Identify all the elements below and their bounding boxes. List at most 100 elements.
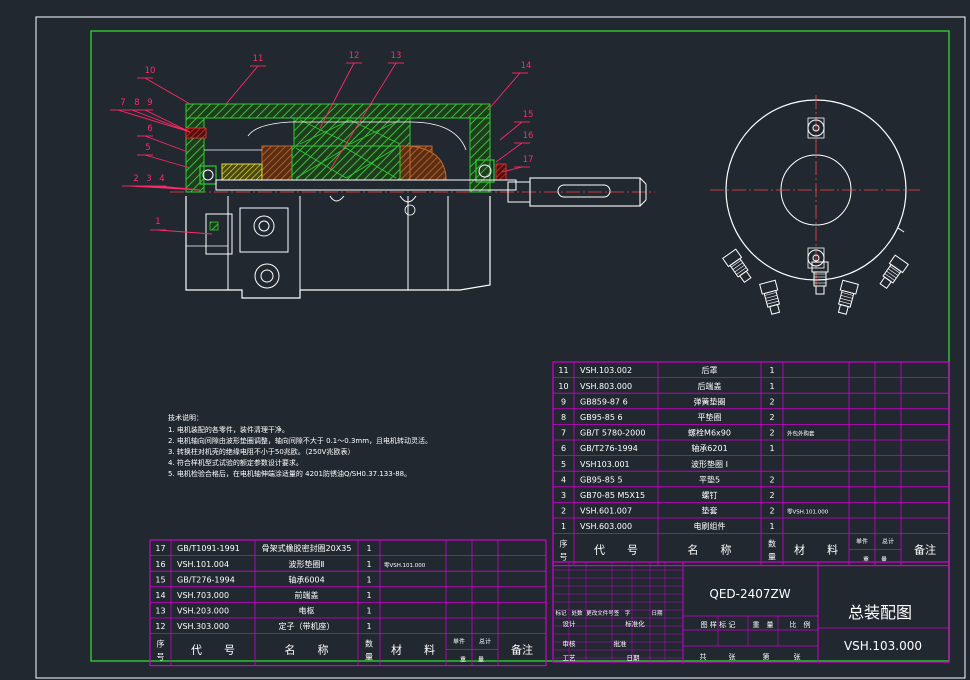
header-weight: 重 量 xyxy=(460,656,484,664)
sheet-label: 共 xyxy=(700,652,707,661)
stage-label: 比 例 xyxy=(790,620,811,629)
rev-label: 更改文件号 xyxy=(586,609,614,617)
part-qty: 1 xyxy=(366,607,371,616)
row-number: 12 xyxy=(155,622,165,631)
part-code: VSH.203.000 xyxy=(177,607,229,616)
row-number: 17 xyxy=(155,544,165,553)
part-qty: 1 xyxy=(366,544,371,553)
date-label: 日期 xyxy=(627,654,641,662)
part-name: 波形垫圈 I xyxy=(691,459,728,469)
leader-line xyxy=(319,62,355,129)
terminal-post xyxy=(879,254,909,290)
table-frame xyxy=(552,361,950,567)
approve-label: 批准 xyxy=(614,639,628,648)
drawing-number: VSH.103.000 xyxy=(844,639,922,653)
standardization-label: 标准化 xyxy=(625,619,645,628)
rev-label: 标记 xyxy=(555,609,567,617)
part-code: VSH.603.000 xyxy=(580,522,632,531)
leader-line xyxy=(157,229,213,235)
sheet-label: 第 xyxy=(763,652,770,661)
terminal-posts xyxy=(722,248,909,315)
outer-border xyxy=(35,16,966,679)
terminal-post xyxy=(759,279,781,315)
row-number: 1 xyxy=(561,522,566,531)
part-name: 轴承6004 xyxy=(288,574,324,584)
row-number: 8 xyxy=(561,413,566,422)
callout-14: 14 xyxy=(521,61,532,71)
part-name: 电枢 xyxy=(299,606,315,616)
header-name: 名 称 xyxy=(285,643,329,657)
part-name: 轴承6201 xyxy=(691,443,727,453)
header-seq-1: 序 xyxy=(157,639,165,649)
callout-13: 13 xyxy=(391,51,402,61)
part-name: 后端盖 xyxy=(698,381,722,391)
part-qty: 2 xyxy=(769,491,774,500)
part-code: GB/T276-1994 xyxy=(177,575,235,584)
part-qty: 2 xyxy=(769,475,774,484)
leader-line xyxy=(144,135,189,153)
leader-lines xyxy=(110,62,530,235)
part-name: 平垫5 xyxy=(699,474,720,484)
part-code: GB/T 5780-2000 xyxy=(580,429,645,438)
part-code: VSH103.001 xyxy=(580,460,630,469)
part-code: VSH.803.000 xyxy=(580,382,632,391)
part-code: GB859-87 6 xyxy=(580,397,628,406)
leader-line xyxy=(225,65,259,105)
callout-5: 5 xyxy=(145,143,150,153)
header-material: 材 料 xyxy=(391,643,435,657)
stage-label: 重 量 xyxy=(753,621,774,629)
header-seq-1: 序 xyxy=(560,539,568,549)
leader-line xyxy=(144,154,191,169)
note-line: 3. 转换柱对机壳的绝缘电阻不小于50兆欧。（250V兆欧表） xyxy=(168,447,354,456)
part-qty: 1 xyxy=(769,382,774,391)
part-code: GB/T276-1994 xyxy=(580,444,638,453)
row-number: 13 xyxy=(155,607,165,616)
row-number: 7 xyxy=(561,429,566,438)
part-name: 弹簧垫圈 xyxy=(694,396,726,406)
stage-label: 图 样 标 记 xyxy=(701,620,736,629)
terminal-post xyxy=(722,248,752,284)
part-note: 外包外购套 xyxy=(787,430,815,438)
leader-line xyxy=(144,109,191,133)
callout-9: 9 xyxy=(147,98,152,108)
sign-label: 设计 xyxy=(563,619,577,628)
note-line: 1. 电机装配的各零件，装件清理干净。 xyxy=(168,425,289,434)
rev-label: 签 字 xyxy=(614,609,631,617)
drawing-title: 总装配图 xyxy=(848,603,912,622)
notes-heading: 技术说明： xyxy=(168,413,203,422)
part-qty: 1 xyxy=(366,591,371,600)
part-qty: 2 xyxy=(769,429,774,438)
part-code: VSH.703.000 xyxy=(177,591,229,600)
callout-15: 15 xyxy=(523,110,534,120)
table-row: 13 VSH.203.000 电枢 1 xyxy=(155,606,371,616)
callout-4: 4 xyxy=(159,174,164,184)
callout-7: 7 xyxy=(120,98,125,108)
header-code: 代 号 xyxy=(191,644,235,657)
part-name: 后罩 xyxy=(702,365,718,375)
leader-line xyxy=(157,185,201,191)
leader-line xyxy=(487,72,521,111)
part-qty: 2 xyxy=(769,413,774,422)
header-qty-1: 数 xyxy=(365,639,373,649)
header-qty-2: 量 xyxy=(365,653,373,662)
note-line: 2. 电机轴向间隙由波形垫圈调整，轴向间隙不大于 0.1～0.3mm，且电机转动… xyxy=(168,436,432,445)
callout-1: 1 xyxy=(155,217,160,227)
row-number: 15 xyxy=(155,575,165,584)
header-material: 材 料 xyxy=(794,543,838,557)
leader-line xyxy=(329,62,397,171)
part-qty: 1 xyxy=(366,622,371,631)
header-total: 总计 xyxy=(479,638,491,646)
header-single: 单件 xyxy=(856,538,868,546)
